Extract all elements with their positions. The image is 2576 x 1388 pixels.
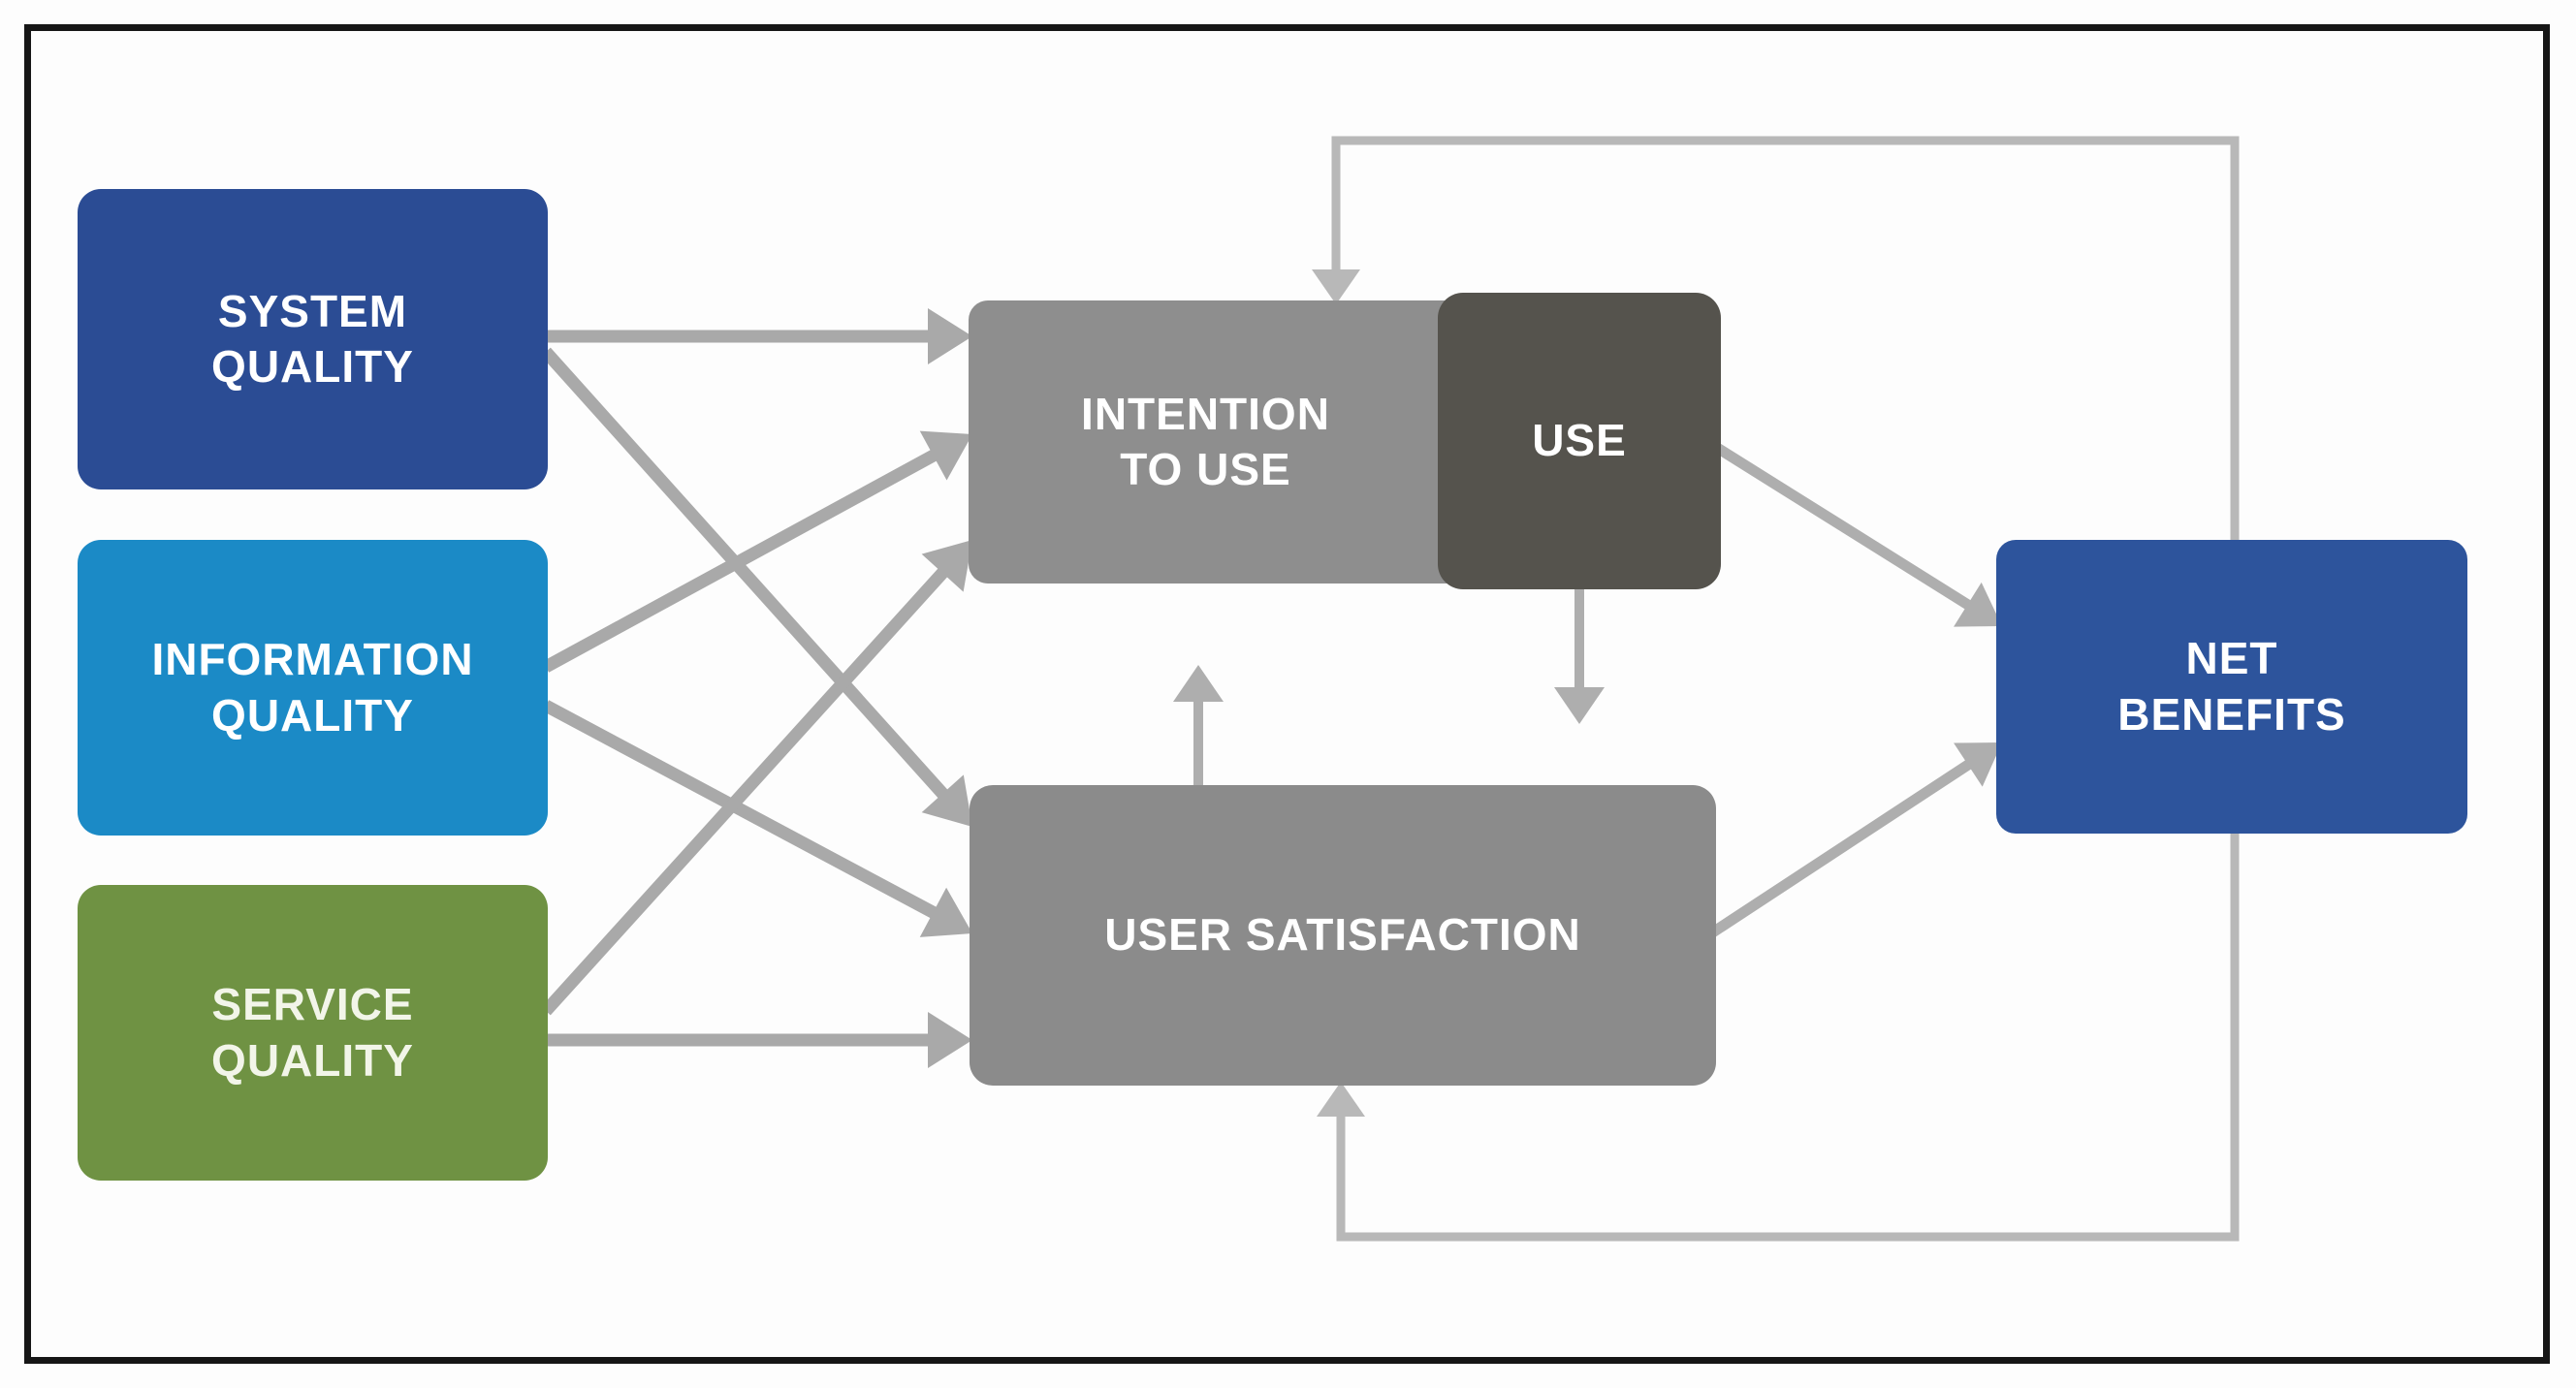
arrowhead-service-quality-to-intention	[921, 540, 972, 592]
arrowhead-user-satisfaction-to-net-benefits	[1954, 742, 2002, 787]
arrow-system-quality-to-user-satisfaction	[541, 347, 949, 800]
arrowhead-net-benefits-to-intention-feedback	[1312, 269, 1360, 304]
arrowhead-information-quality-to-user-satisfaction	[919, 887, 972, 937]
node-user-satisfaction: USER SATISFACTION	[970, 785, 1716, 1086]
node-service-quality: SERVICE QUALITY	[78, 885, 548, 1181]
arrow-information-quality-to-user-satisfaction	[542, 700, 938, 920]
arrow-net-benefits-to-intention-feedback	[1331, 136, 2240, 543]
arrowhead-system-quality-to-user-satisfaction	[921, 774, 972, 827]
arrow-use-to-net-benefits	[1711, 441, 1973, 611]
arrow-service-quality-to-intention	[541, 567, 949, 1016]
arrow-net-benefits-to-user-satisfaction-feedback	[1336, 832, 2240, 1242]
node-use: USE	[1438, 293, 1721, 589]
arrowhead-use-to-net-benefits	[1954, 582, 2002, 627]
node-intention-to-use: INTENTION TO USE	[969, 300, 1483, 584]
node-system-quality: SYSTEM QUALITY	[78, 189, 548, 489]
arrowhead-service-quality-to-user-satisfaction	[928, 1012, 972, 1068]
arrowhead-system-quality-to-intention	[928, 308, 972, 364]
node-net-benefits: NET BENEFITS	[1996, 540, 2467, 834]
arrow-information-quality-to-intention	[542, 449, 938, 673]
node-use-label: USE	[1532, 415, 1627, 466]
node-information-quality-label: INFORMATION QUALITY	[151, 634, 474, 741]
node-user-satisfaction-label: USER SATISFACTION	[1104, 909, 1581, 961]
node-intention-to-use-label: INTENTION TO USE	[1081, 388, 1330, 495]
arrowhead-user-satisfaction-to-intention-up	[1173, 665, 1224, 702]
diagram-border	[24, 24, 2550, 1364]
arrowhead-net-benefits-to-user-satisfaction-feedback	[1317, 1082, 1365, 1117]
node-information-quality: INFORMATION QUALITY	[78, 540, 548, 836]
arrow-user-satisfaction-to-net-benefits	[1704, 759, 1973, 940]
arrowhead-information-quality-to-intention	[919, 430, 972, 481]
node-service-quality-label: SERVICE QUALITY	[211, 979, 414, 1086]
node-net-benefits-label: NET BENEFITS	[2117, 633, 2346, 740]
arrowhead-use-to-user-satisfaction-down	[1554, 687, 1605, 724]
node-system-quality-label: SYSTEM QUALITY	[211, 285, 414, 393]
